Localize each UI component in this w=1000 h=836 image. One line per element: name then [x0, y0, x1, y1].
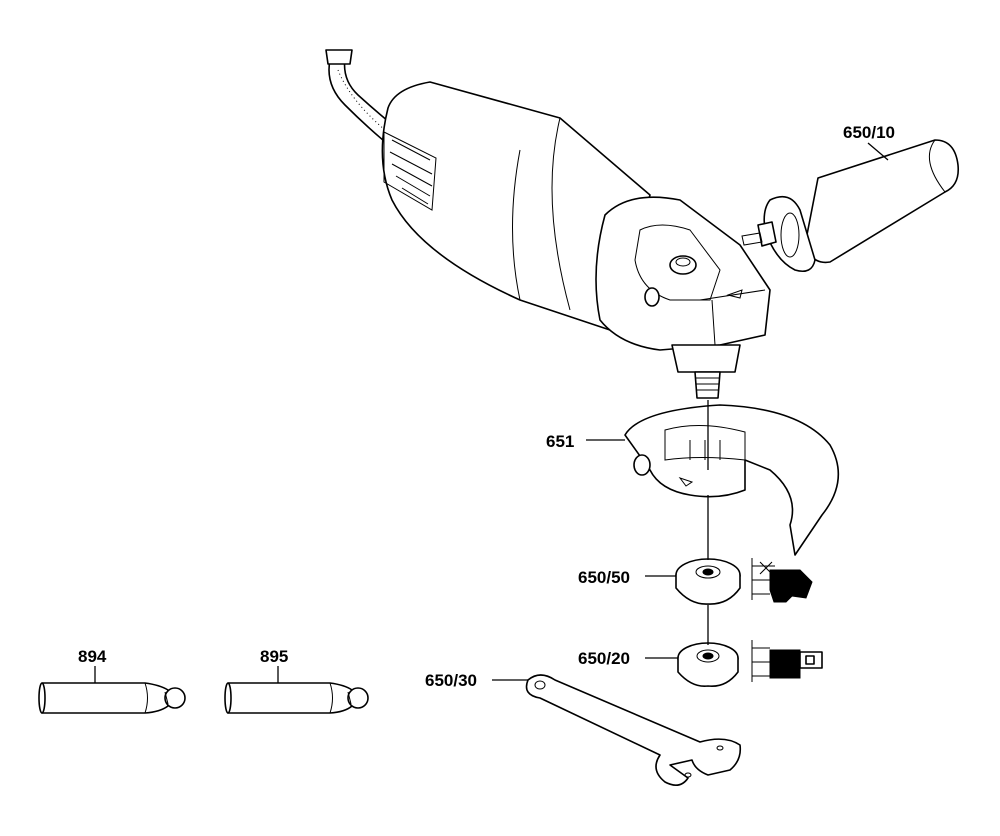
label-wheel-guard: 651 [546, 432, 574, 451]
label-carbon-brush-b: 895 [260, 647, 288, 666]
angle-grinder-body [381, 81, 771, 399]
motor-vents [383, 131, 437, 211]
flange-nut-top-profile [751, 558, 813, 603]
label-spanner: 650/30 [425, 671, 477, 690]
leader-lines [94, 142, 889, 683]
flange-nut-bottom [677, 642, 739, 688]
label-side-handle: 650/10 [843, 123, 895, 142]
label-flange-nut-bottom: 650/20 [578, 649, 630, 668]
guard-clamp-screw [633, 454, 651, 476]
spindle-shaft [694, 371, 721, 399]
label-flange-nut-top: 650/50 [578, 568, 630, 587]
side-handle [741, 139, 960, 273]
spindle-lock-button [669, 255, 697, 275]
flange-nut-bottom-profile [751, 640, 823, 682]
part-labels: 650/10 651 650/50 650/20 650/30 894 895 [78, 123, 895, 690]
label-carbon-brush-a: 894 [78, 647, 107, 666]
carbon-brush-b [224, 682, 369, 714]
carbon-brush-a [38, 682, 186, 714]
wheel-guard [624, 404, 840, 556]
pin-spanner [525, 674, 742, 786]
flange-nut-top [675, 558, 741, 605]
